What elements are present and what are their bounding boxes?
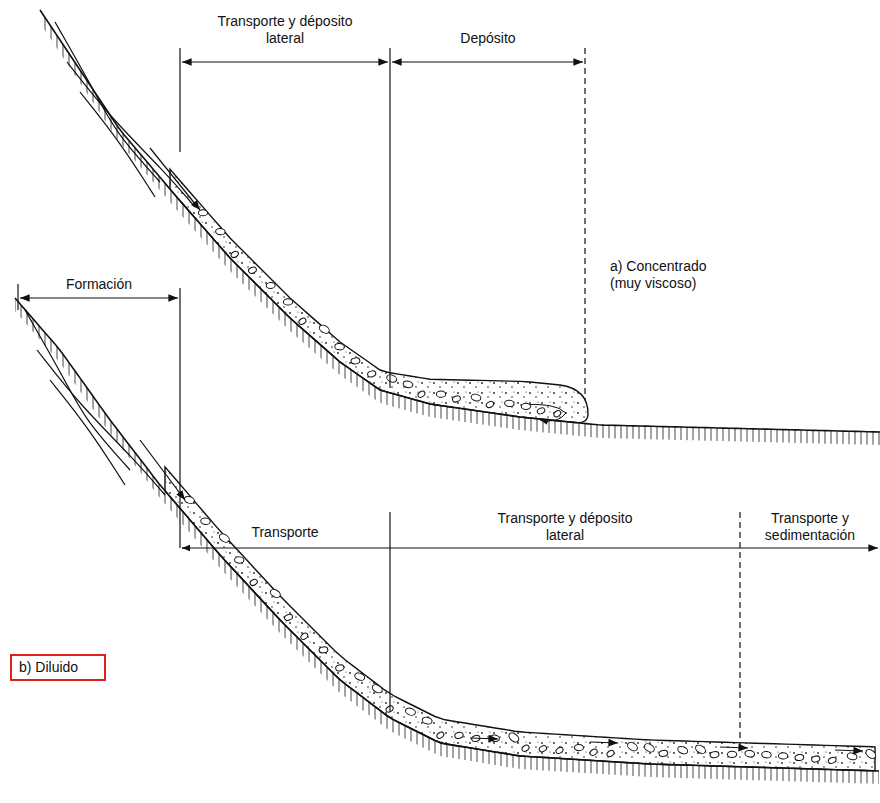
pebble [436, 391, 445, 397]
pebble [354, 672, 366, 682]
pebble [864, 748, 877, 760]
section-line [389, 48, 390, 388]
pebble [553, 409, 562, 418]
pebble [417, 390, 426, 399]
pebble [249, 578, 258, 587]
pebble [659, 750, 669, 757]
pebble [215, 228, 225, 235]
section-label: a) Concentrado (muy viscoso) [610, 258, 735, 292]
section-line [179, 48, 180, 152]
pebble [405, 707, 417, 717]
pebble [589, 748, 598, 757]
scarp-line [25, 310, 130, 470]
dimension-arrow [20, 297, 178, 298]
pebble [452, 395, 462, 403]
pebble [507, 731, 520, 743]
section-line [739, 512, 740, 745]
pebble [536, 407, 546, 415]
ground-hatching [15, 298, 879, 784]
pebble [184, 495, 196, 505]
pebble [334, 343, 344, 351]
flow-arrow [470, 738, 498, 739]
pebble [248, 266, 258, 274]
pebble [795, 754, 805, 761]
flow-arrow [835, 750, 863, 751]
pebble [335, 664, 345, 672]
section-label: Transporte y déposito lateral [490, 510, 640, 544]
pebble [386, 373, 398, 383]
pebble [710, 751, 720, 758]
pebble [744, 750, 755, 758]
pebble [485, 400, 494, 408]
pebble [284, 613, 294, 621]
section-label: Depósito [460, 30, 515, 47]
dimension-arrow [182, 61, 388, 62]
pebble [230, 250, 239, 259]
case-box: b) Diluido [10, 654, 106, 681]
scarp-line [80, 92, 155, 197]
case-label: b) Diluido [19, 659, 97, 676]
pebble [266, 282, 275, 289]
dimension-arrow [182, 548, 190, 549]
pebble [626, 741, 639, 753]
section-line [584, 48, 585, 400]
pebble [574, 744, 583, 750]
pebble [300, 632, 309, 641]
pebble [811, 755, 821, 763]
section-label: Transporte [251, 524, 318, 541]
ground-hatching [40, 10, 880, 445]
pebble [319, 646, 329, 653]
pebble [283, 299, 292, 305]
pebble [402, 380, 413, 389]
section-line [17, 284, 18, 310]
pebble [677, 745, 689, 755]
pebble [727, 751, 736, 757]
pebble [827, 756, 837, 764]
pebble [694, 743, 707, 755]
pebble [454, 732, 464, 740]
pebble [298, 317, 307, 326]
pebble [846, 752, 857, 761]
dimension-arrow [392, 61, 583, 62]
pebble [367, 370, 377, 378]
pebble [606, 749, 615, 758]
pebble [643, 742, 656, 754]
pebble [371, 683, 384, 694]
flow-arrow [720, 747, 748, 748]
flow-arrow [140, 440, 185, 500]
ground-line [15, 298, 879, 771]
pebble [351, 357, 361, 364]
flow-arrow [150, 148, 200, 210]
scarp-line [67, 62, 195, 207]
dimension-arrow [182, 547, 878, 548]
section-line [179, 288, 180, 548]
scarp-line [55, 22, 160, 182]
scarp-line [37, 350, 165, 495]
pebble [778, 753, 787, 759]
concentrated-flow [170, 169, 588, 423]
pebble [436, 731, 445, 740]
pebble [538, 744, 547, 753]
flow-arrow [590, 742, 618, 743]
pebble [470, 393, 481, 402]
pebble [200, 518, 210, 525]
pebble [555, 746, 564, 755]
section-label: Formación [66, 276, 132, 293]
pebble [521, 403, 530, 409]
pebble [234, 557, 244, 564]
scarp-line [50, 380, 125, 485]
pebble [318, 323, 331, 334]
pebble [218, 532, 231, 544]
pebble [421, 716, 432, 725]
pebble [198, 210, 207, 216]
section-line [389, 512, 390, 712]
pebble [504, 400, 514, 407]
pebble [521, 744, 530, 753]
section-label: Transporte y sedimentación [745, 510, 875, 544]
ground-line [40, 10, 880, 432]
pebble [761, 751, 771, 758]
pebble [269, 588, 282, 599]
section-label: Transporte y déposito lateral [210, 13, 360, 47]
